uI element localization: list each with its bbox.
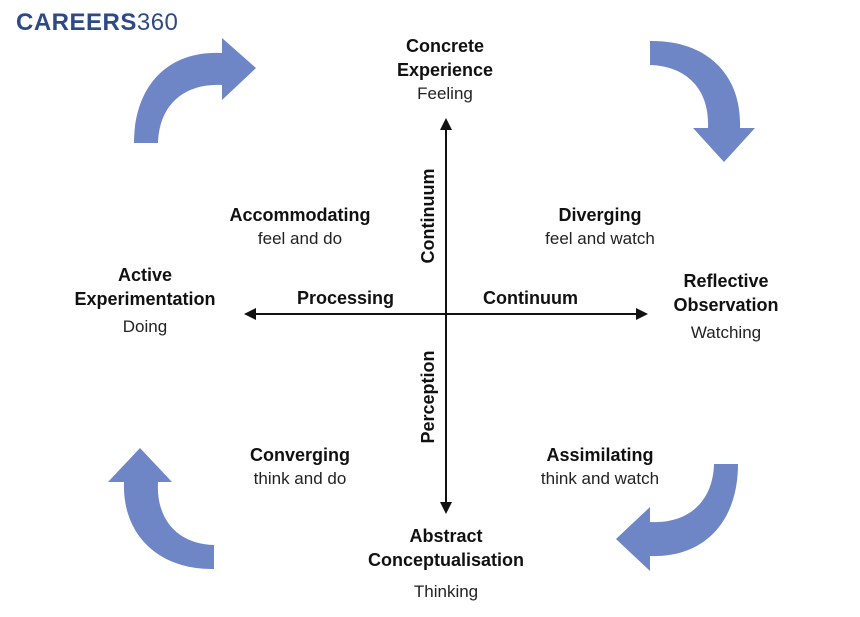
assimilating-sub: think and watch xyxy=(540,469,660,488)
concrete-title-2: Experience xyxy=(396,60,494,80)
active-title-2: Experimentation xyxy=(74,289,216,309)
continuum-vertical-label: Continuum xyxy=(418,168,438,264)
reflective-title-2: Observation xyxy=(673,295,779,315)
cycle-arrow-top-left xyxy=(134,38,256,143)
active-sub: Doing xyxy=(122,317,168,336)
converging-title: Converging xyxy=(249,445,351,465)
concrete-sub: Feeling xyxy=(417,84,473,103)
processing-axis-label: Processing xyxy=(297,288,395,308)
careers360-logo: CAREERS360 xyxy=(16,9,178,37)
converging-sub: think and do xyxy=(253,469,347,488)
assimilating-title: Assimilating xyxy=(546,445,654,465)
accommodating-title: Accommodating xyxy=(229,205,371,225)
continuum-horizontal-label: Continuum xyxy=(483,288,578,308)
active-experimentation-node: Active Experimentation Doing xyxy=(74,263,215,339)
cycle-arrow-bottom-right xyxy=(616,464,738,571)
concrete-experience-node: Concrete Experience Feeling xyxy=(397,34,493,106)
converging-style: Converging think and do xyxy=(250,443,350,491)
cycle-arrow-top-right xyxy=(650,40,755,162)
cycle-arrow-bottom-left xyxy=(108,448,214,570)
abstract-title-2: Conceptualisation xyxy=(367,550,525,570)
reflective-title-1: Reflective xyxy=(683,271,769,291)
abstract-sub: Thinking xyxy=(413,582,479,601)
diverging-title: Diverging xyxy=(558,205,642,225)
logo-word: CAREERS xyxy=(16,9,137,36)
accommodating-style: Accommodating feel and do xyxy=(229,203,370,251)
assimilating-style: Assimilating think and watch xyxy=(541,443,659,491)
reflective-sub: Watching xyxy=(690,323,762,342)
perception-axis-label: Perception xyxy=(418,350,438,444)
diverging-style: Diverging feel and watch xyxy=(545,203,655,251)
abstract-conceptualisation-node: Abstract Conceptualisation Thinking xyxy=(368,524,524,604)
reflective-observation-node: Reflective Observation Watching xyxy=(673,269,778,345)
diverging-sub: feel and watch xyxy=(545,229,655,248)
concrete-title-1: Concrete xyxy=(405,36,485,56)
logo-number: 360 xyxy=(136,9,179,36)
active-title-1: Active xyxy=(117,265,173,285)
accommodating-sub: feel and do xyxy=(257,229,343,248)
abstract-title-1: Abstract xyxy=(409,526,483,546)
